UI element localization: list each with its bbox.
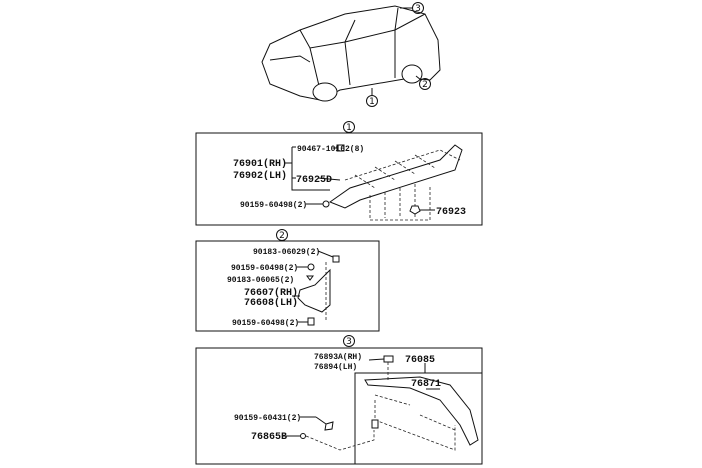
part-label: 90159-60498(2) [232, 319, 299, 328]
group-2-mudguard: 2 90183-06029(2) 90159-60498(2) 90183-06… [195, 229, 380, 332]
part-label: 1 [369, 97, 375, 107]
part-label: 76925D [296, 175, 332, 186]
part-label: 90159-60498(2) [240, 201, 307, 210]
part-label: 76894(LH) [314, 363, 357, 372]
spoiler-icon [364, 376, 479, 446]
part-label: 2 [422, 80, 428, 90]
part-label: 76901(RH) [233, 158, 287, 170]
car-overview-illustration [261, 5, 441, 102]
part-label: 3 [346, 337, 352, 347]
part-label: 90159-60498(2) [231, 264, 298, 273]
part-label: 76893A(RH) [314, 353, 362, 362]
group-3-rear-spoiler: 3 76893A(RH) 76894(LH) 76085 76871 90159… [195, 335, 483, 465]
callout-2-overview: 2 [415, 75, 431, 90]
part-label: 76923 [436, 207, 466, 218]
part-label: 2 [279, 231, 285, 241]
part-label: 76607(RH) [244, 287, 298, 299]
part-label: 76902(LH) [233, 170, 287, 182]
screw-icon [322, 200, 330, 208]
part-label: 90467-10162(8) [297, 145, 364, 154]
part-label: 90159-60431(2) [234, 414, 301, 423]
part-label: 76085 [405, 355, 435, 366]
callout-3-overview: 3 [400, 2, 424, 14]
part-label: 76608(LH) [244, 297, 298, 309]
part-label: 3 [415, 4, 421, 14]
callout-1-overview: 1 [366, 88, 378, 107]
group-1-rocker-moulding: 1 90467-10162(8) 76901(RH) 76902(LH) 769… [195, 121, 483, 226]
part-label: 90183-06029(2) [253, 248, 320, 257]
part-label: 1 [346, 123, 352, 133]
part-label: 76871 [411, 379, 441, 390]
part-label: 76865B [251, 432, 287, 443]
nut-icon [409, 205, 421, 215]
mudguard-icon [297, 268, 331, 313]
part-label: 90183-06065(2) [227, 276, 294, 285]
